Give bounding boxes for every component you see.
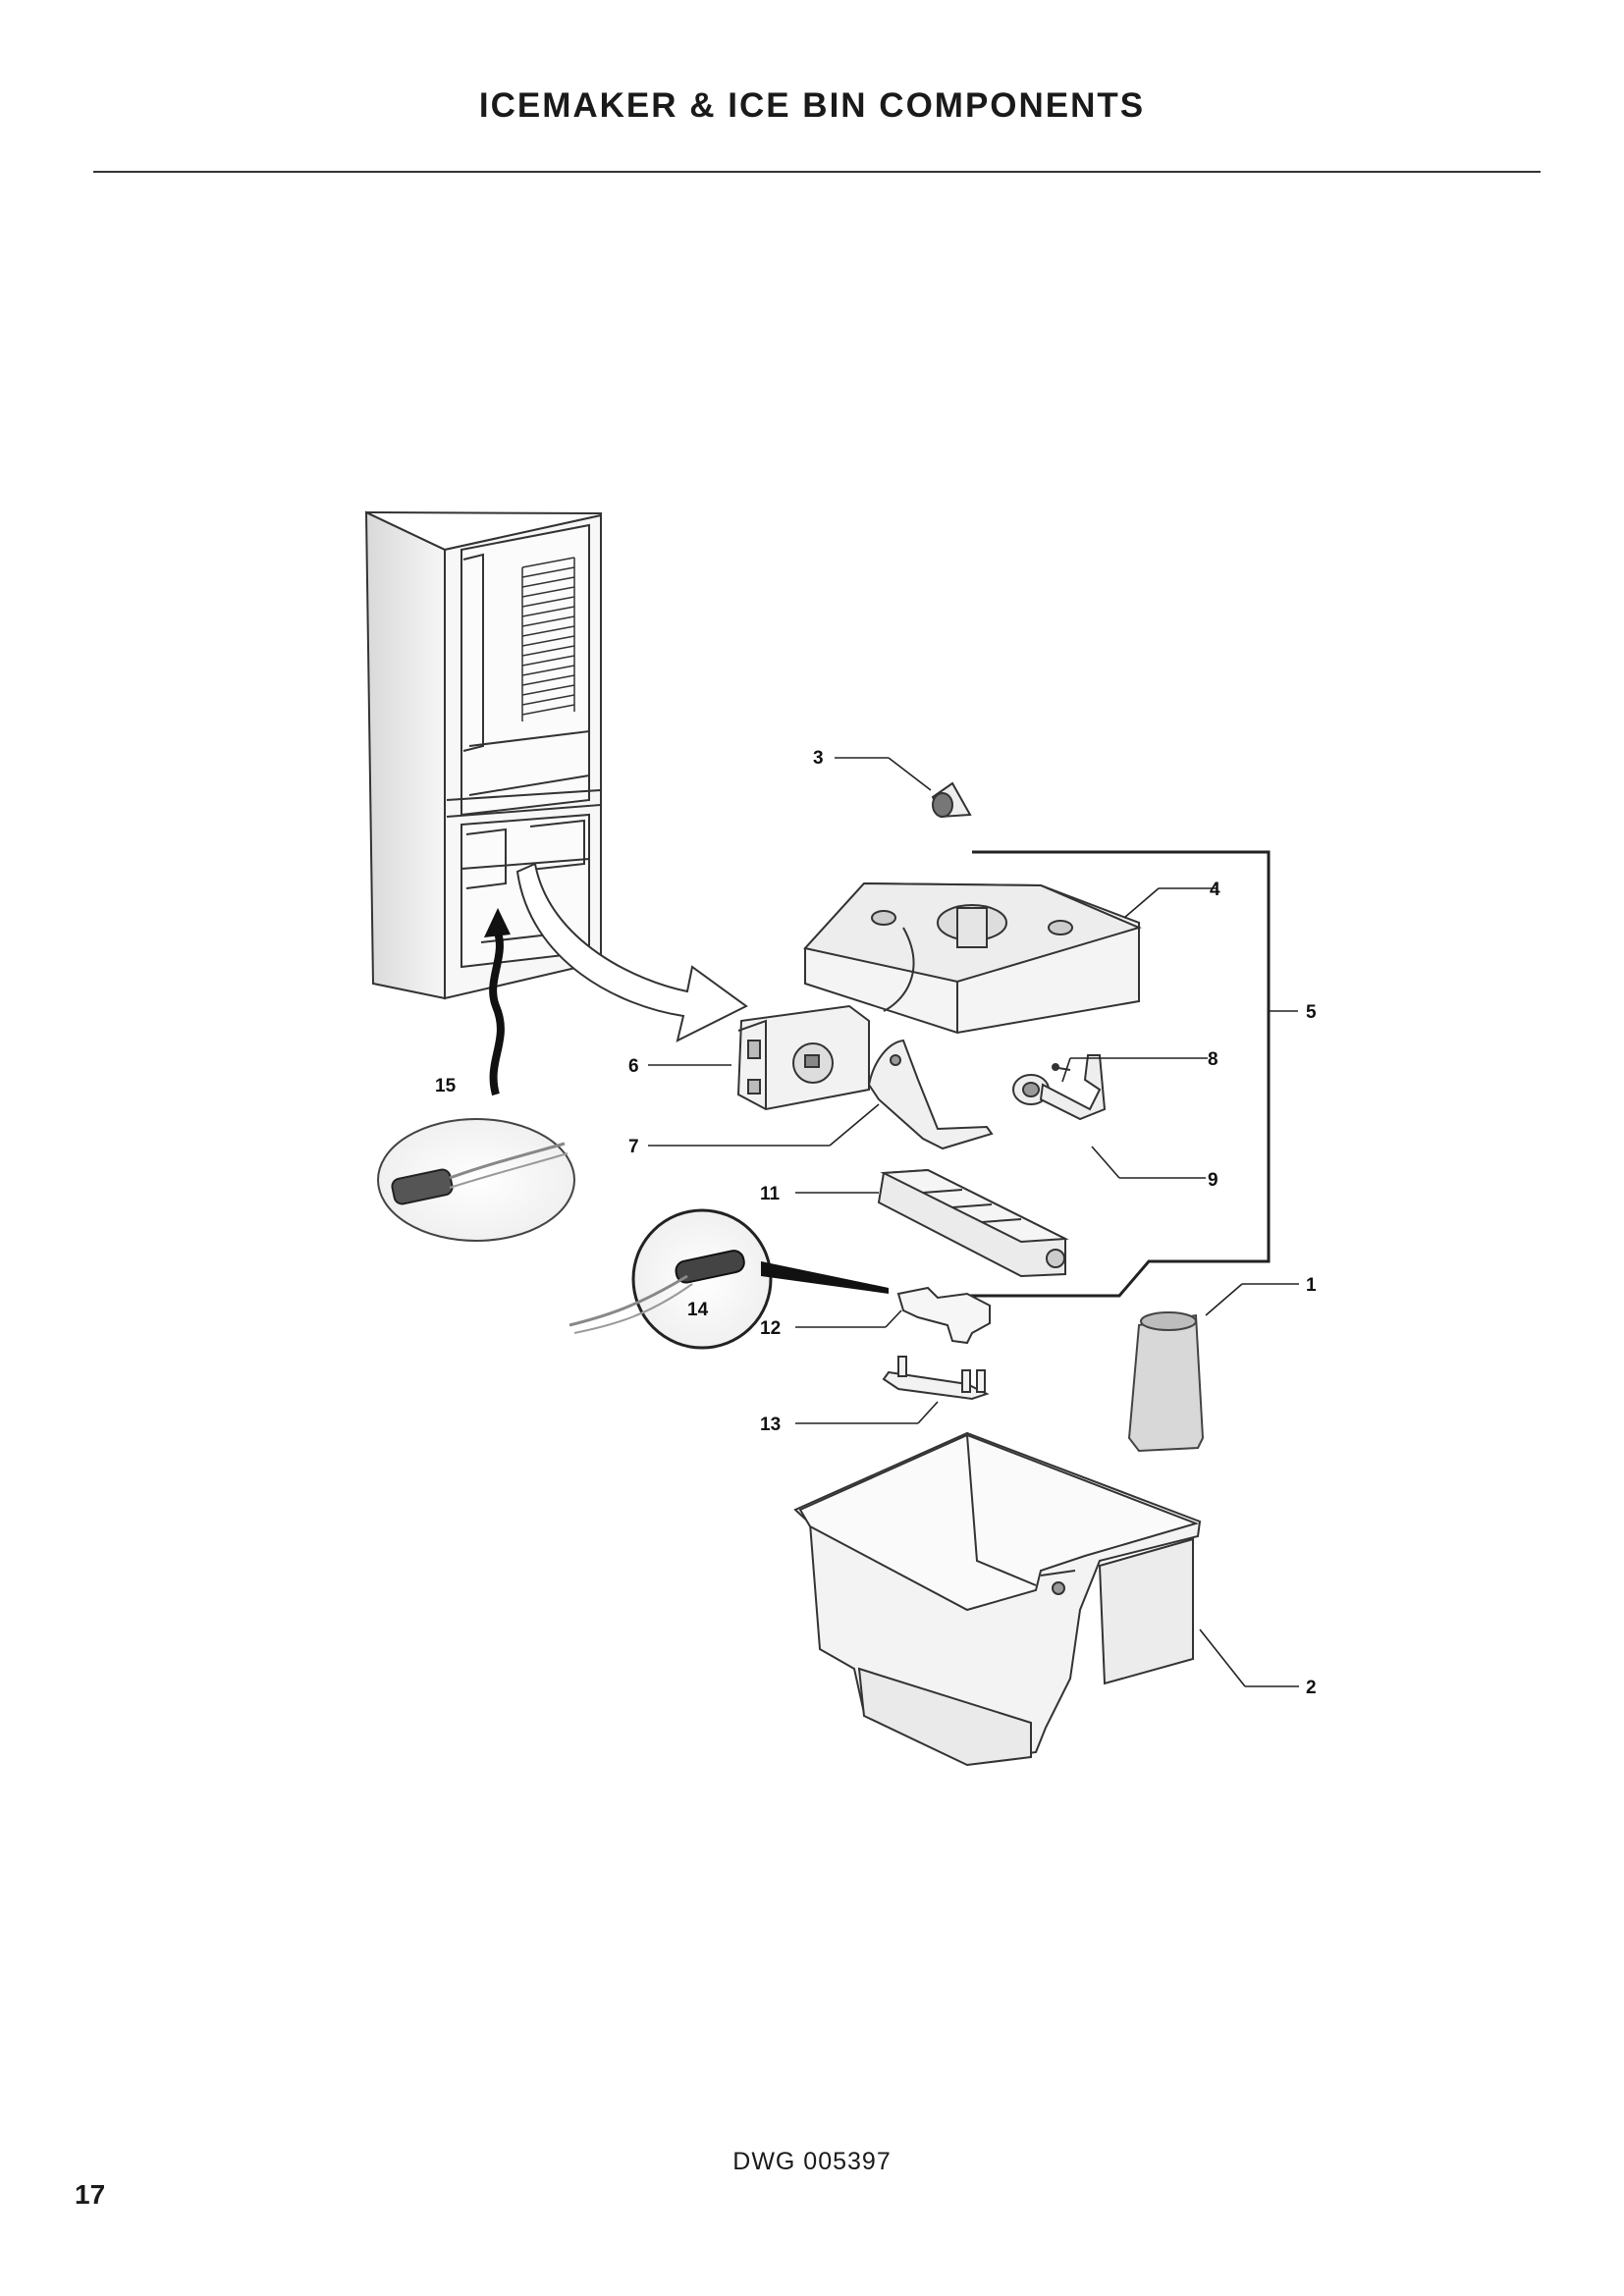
wavy-arrow: [484, 908, 511, 1096]
callout-14: 14: [687, 1300, 709, 1320]
part-1-cover: [1127, 1311, 1205, 1453]
part-6-control-module: [736, 1004, 870, 1111]
part-12-clip: [896, 1286, 991, 1345]
callout-13: 13: [760, 1415, 781, 1435]
part-8-screw: [1052, 1063, 1071, 1071]
title-divider: [93, 171, 1541, 173]
assembly-bracket: [967, 850, 1271, 1298]
sensor-zoom-circle: [377, 1118, 575, 1242]
callout-6: 6: [628, 1056, 639, 1077]
sensor-zoom-circle-14: [568, 1208, 889, 1350]
part-13-mount: [882, 1356, 990, 1401]
callout-8: 8: [1208, 1049, 1218, 1070]
page-number: 17: [75, 2179, 106, 2210]
part-7-bracket: [867, 1039, 994, 1150]
part-3-cap: [931, 781, 972, 819]
callout-15: 15: [435, 1076, 457, 1096]
part-2-ice-bin: [793, 1431, 1202, 1767]
page-title: ICEMAKER & ICE BIN COMPONENTS: [478, 86, 1146, 125]
callout-11: 11: [760, 1184, 781, 1204]
callout-9: 9: [1208, 1170, 1218, 1191]
callout-12: 12: [760, 1318, 781, 1339]
drawing-code: DWG 005397: [732, 2148, 892, 2175]
callout-1: 1: [1306, 1275, 1317, 1296]
callout-7: 7: [628, 1137, 639, 1157]
callout-4: 4: [1210, 880, 1220, 900]
vent-grille: [521, 557, 575, 721]
part-9-ejector-arm: [1012, 1054, 1107, 1121]
curved-arrow: [515, 862, 748, 1042]
callout-3: 3: [813, 748, 824, 769]
callout-2: 2: [1306, 1678, 1317, 1698]
part-11-ice-tray: [877, 1168, 1069, 1278]
callout-5: 5: [1306, 1002, 1317, 1023]
leader-lines: [648, 757, 1299, 1687]
part-4-icemaker-housing: [803, 881, 1142, 1035]
